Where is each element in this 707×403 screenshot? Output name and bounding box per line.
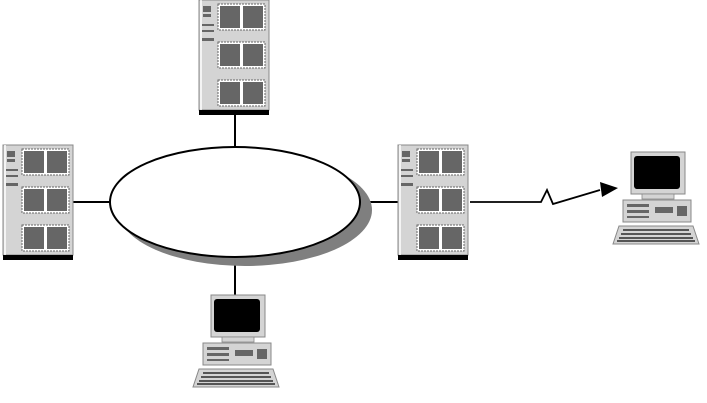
- workstation-icon-bottom[interactable]: [193, 295, 279, 387]
- network-ring: [110, 147, 360, 257]
- server-icon-right[interactable]: [398, 145, 468, 260]
- server-icon-left[interactable]: [3, 145, 73, 260]
- server-icon-top[interactable]: [199, 0, 269, 115]
- remote-link-line: [470, 190, 600, 204]
- remote-link-arrowhead: [600, 182, 618, 197]
- workstation-icon-remote[interactable]: [613, 152, 699, 244]
